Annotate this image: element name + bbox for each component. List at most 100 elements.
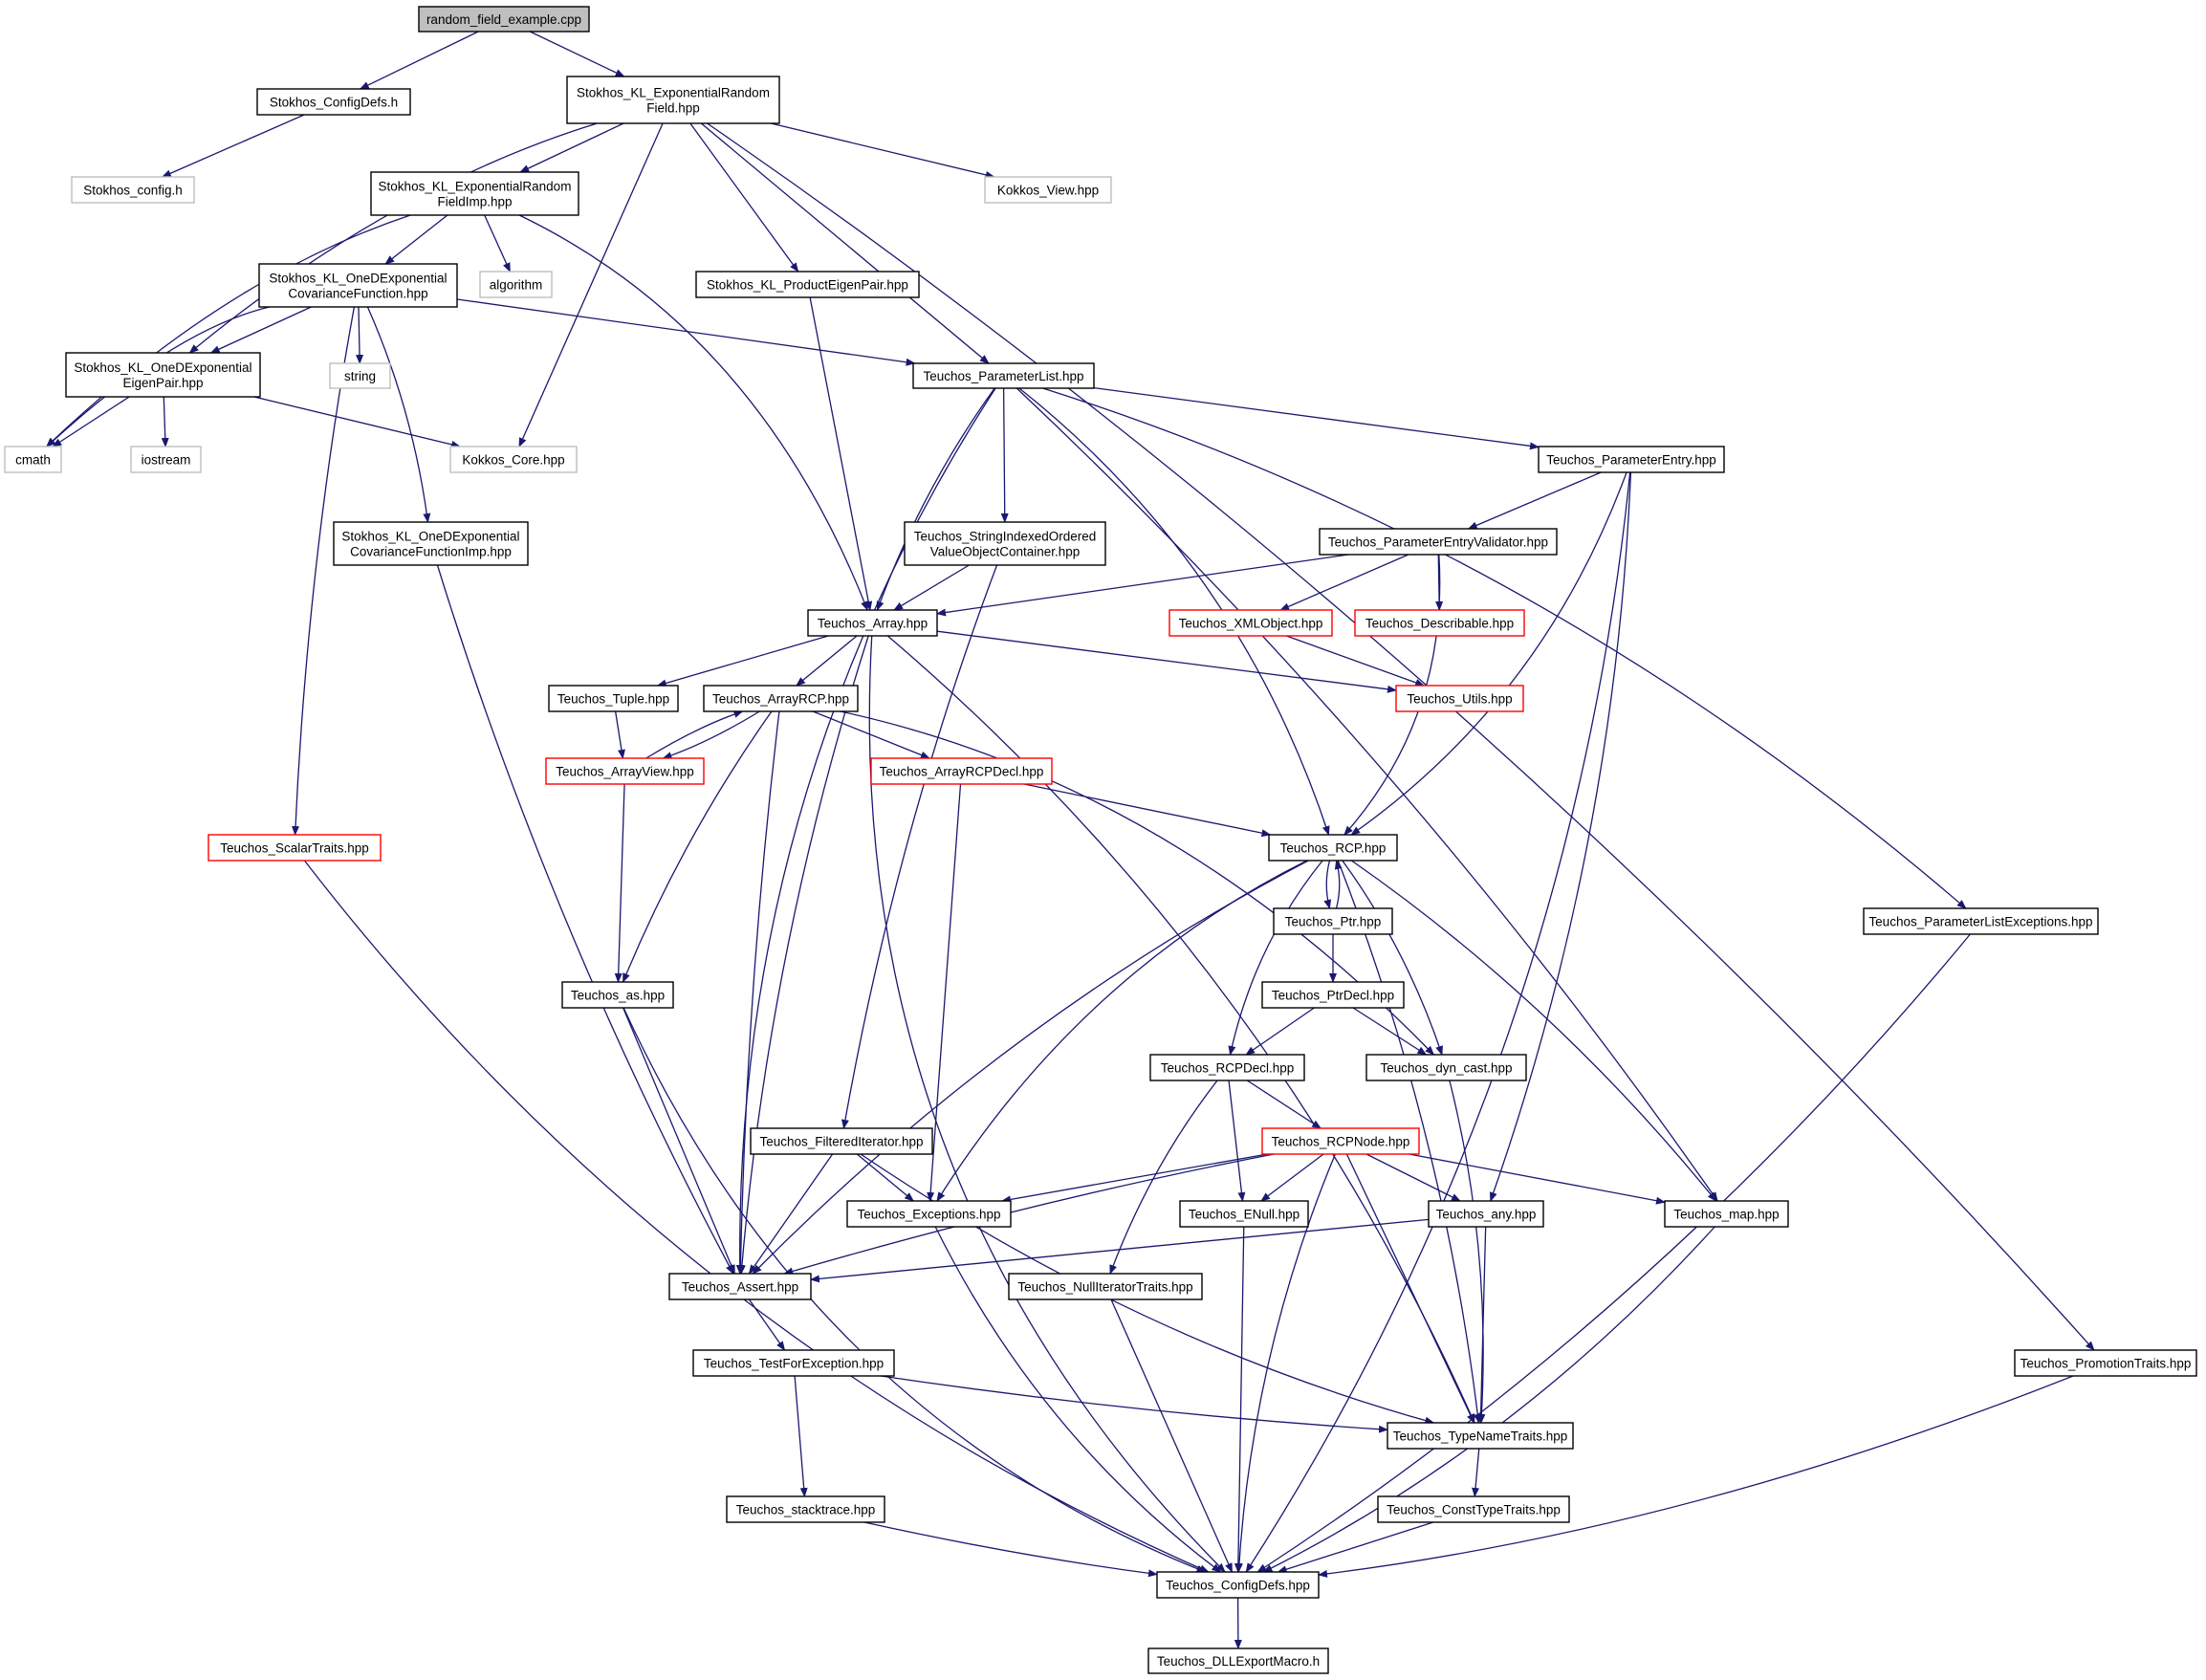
edge-stokhos_kl_exprf-to-stokhos_kl_1deig [188,122,598,354]
node-box [329,362,391,389]
edge-teuchos_as-to-teuchos_assert [622,1007,735,1275]
node-kokkos_view[interactable]: Kokkos_View.hpp [984,176,1112,204]
node-teuchos_describable[interactable]: Teuchos_Describable.hpp [1354,609,1525,637]
node-teuchos_utils[interactable]: Teuchos_Utils.hpp [1395,685,1524,712]
edge-teuchos_array-to-teuchos_tuple [656,635,829,687]
node-teuchos_configdefs[interactable]: Teuchos_ConfigDefs.hpp [1156,1571,1320,1599]
node-label: Stokhos_config.h [83,184,183,198]
node-box [1365,1054,1527,1081]
node-teuchos_exceptions[interactable]: Teuchos_Exceptions.hpp [846,1200,1012,1228]
edge-teuchos_paramentry-to-teuchos_rcp [1350,471,1627,836]
node-cmath[interactable]: cmath [4,446,62,473]
node-box [1863,907,2099,935]
node-teuchos_xmlobject[interactable]: Teuchos_XMLObject.hpp [1169,609,1333,637]
edge-teuchos_arrayrcp-to-teuchos_as [622,710,773,983]
node-teuchos_paramlist[interactable]: Teuchos_ParameterList.hpp [912,362,1095,389]
edge-stokhos_kl_1dcov_imp-to-teuchos_assert [436,564,734,1275]
node-box [1354,609,1525,637]
node-teuchos_nulliter[interactable]: Teuchos_NullIteratorTraits.hpp [1008,1273,1203,1300]
node-teuchos_arrayrcpdecl[interactable]: Teuchos_ArrayRCPDecl.hpp [870,757,1053,785]
node-label: Teuchos_Tuple.hpp [557,692,669,707]
node-box [1149,1054,1305,1081]
node-label: Stokhos_KL_ExponentialRandom [577,86,770,100]
node-teuchos_ptr[interactable]: Teuchos_Ptr.hpp [1273,907,1393,935]
node-box [1261,981,1405,1009]
node-label: Teuchos_FilteredIterator.hpp [759,1135,923,1149]
node-iostream[interactable]: iostream [130,446,202,473]
node-teuchos_arrayview[interactable]: Teuchos_ArrayView.hpp [545,757,705,785]
node-label: Teuchos_ParameterEntry.hpp [1546,453,1716,468]
node-box [561,981,674,1009]
node-label: Teuchos_ArrayView.hpp [556,765,694,779]
edge-teuchos_filtered-to-teuchos_exceptions [856,1153,915,1202]
node-teuchos_dyncast[interactable]: Teuchos_dyn_cast.hpp [1365,1054,1527,1081]
node-box [1319,528,1558,556]
node-box [566,76,780,124]
edge-teuchos_ptrdecl-to-teuchos_dyncast [1352,1007,1428,1056]
node-box [1395,685,1524,712]
node-label: Teuchos_ENull.hpp [1189,1208,1300,1222]
node-teuchos_scalartraits[interactable]: Teuchos_ScalarTraits.hpp [207,834,382,862]
edge-stokhos_kl_exprf-to-stokhos_kl_exprf_imp [519,122,624,173]
node-teuchos_promotion[interactable]: Teuchos_PromotionTraits.hpp [2014,1349,2197,1377]
node-teuchos_as[interactable]: Teuchos_as.hpp [561,981,674,1009]
node-stokhos_kl_1dcov[interactable]: Stokhos_KL_OneDExponentialCovarianceFunc… [258,263,458,308]
node-teuchos_ptrdecl[interactable]: Teuchos_PtrDecl.hpp [1261,981,1405,1009]
edge-stokhos_configdefs-to-stokhos_config [161,114,305,178]
node-string[interactable]: string [329,362,391,389]
edge-teuchos_stacktrace-to-teuchos_configdefs [863,1521,1158,1578]
node-box [449,446,578,473]
node-label: Teuchos_ParameterList.hpp [923,369,1083,383]
node-stokhos_config[interactable]: Stokhos_config.h [71,176,195,204]
edge-teuchos_promotion-to-teuchos_configdefs [1318,1375,2074,1578]
node-kokkos_core[interactable]: Kokkos_Core.hpp [449,446,578,473]
node-box [333,521,529,566]
node-teuchos_arrayrcp[interactable]: Teuchos_ArrayRCP.hpp [703,685,859,712]
node-teuchos_array[interactable]: Teuchos_Array.hpp [807,609,938,637]
node-box [1179,1200,1309,1228]
node-teuchos_filtered[interactable]: Teuchos_FilteredIterator.hpp [750,1127,933,1155]
node-teuchos_assert[interactable]: Teuchos_Assert.hpp [668,1273,812,1300]
node-box [2014,1349,2197,1377]
node-label: Teuchos_Array.hpp [818,617,928,631]
edge-teuchos_xmlobject-to-teuchos_utils [1286,635,1426,687]
node-teuchos_any[interactable]: Teuchos_any.hpp [1428,1200,1544,1228]
node-teuchos_tuple[interactable]: Teuchos_Tuple.hpp [548,685,679,712]
node-label: iostream [142,453,191,468]
node-teuchos_consttype[interactable]: Teuchos_ConstTypeTraits.hpp [1377,1495,1570,1523]
node-teuchos_stacktrace[interactable]: Teuchos_stacktrace.hpp [726,1495,885,1523]
node-teuchos_enull[interactable]: Teuchos_ENull.hpp [1179,1200,1309,1228]
node-box [750,1127,933,1155]
node-teuchos_pev[interactable]: Teuchos_ParameterEntryValidator.hpp [1319,528,1558,556]
edge-teuchos_paramlist-to-teuchos_plexc [1042,387,1967,909]
node-teuchos_plexc[interactable]: Teuchos_ParameterListExceptions.hpp [1863,907,2099,935]
node-label: FieldImp.hpp [437,195,512,209]
node-label: string [344,369,376,383]
edge-teuchos_nulliter-to-teuchos_configdefs [1110,1298,1234,1573]
node-teuchos_rcpdecl[interactable]: Teuchos_RCPDecl.hpp [1149,1054,1305,1081]
node-label: Teuchos_dyn_cast.hpp [1380,1061,1512,1076]
node-teuchos_map[interactable]: Teuchos_map.hpp [1664,1200,1789,1228]
node-label: Teuchos_Ptr.hpp [1285,915,1382,929]
node-label: Teuchos_any.hpp [1436,1208,1537,1222]
node-stokhos_configdefs[interactable]: Stokhos_ConfigDefs.h [256,88,411,116]
node-teuchos_paramentry[interactable]: Teuchos_ParameterEntry.hpp [1538,446,1725,473]
node-label: Teuchos_ScalarTraits.hpp [220,841,369,856]
node-stokhos_kl_prodeig[interactable]: Stokhos_KL_ProductEigenPair.hpp [695,271,920,298]
node-box [1008,1273,1203,1300]
edge-teuchos_arrayrcpdecl-to-teuchos_exceptions [927,783,962,1202]
node-teuchos_dllexport[interactable]: Teuchos_DLLExportMacro.h [1147,1647,1329,1674]
edge-teuchos_paramlist-to-teuchos_paramentry [1093,386,1540,450]
node-teuchos_typename[interactable]: Teuchos_TypeNameTraits.hpp [1387,1422,1574,1450]
edge-stokhos_kl_1dcov-to-teuchos_paramlist [456,298,916,366]
node-teuchos_sio[interactable]: Teuchos_StringIndexedOrderedValueObjectC… [904,521,1106,566]
node-box [1664,1200,1789,1228]
node-stokhos_kl_1dcov_imp[interactable]: Stokhos_KL_OneDExponentialCovarianceFunc… [333,521,529,566]
node-algorithm[interactable]: algorithm [479,271,553,298]
node-teuchos_testforexc[interactable]: Teuchos_TestForException.hpp [692,1349,895,1377]
node-teuchos_rcpnode[interactable]: Teuchos_RCPNode.hpp [1261,1127,1420,1155]
node-teuchos_rcp[interactable]: Teuchos_RCP.hpp [1268,834,1398,862]
